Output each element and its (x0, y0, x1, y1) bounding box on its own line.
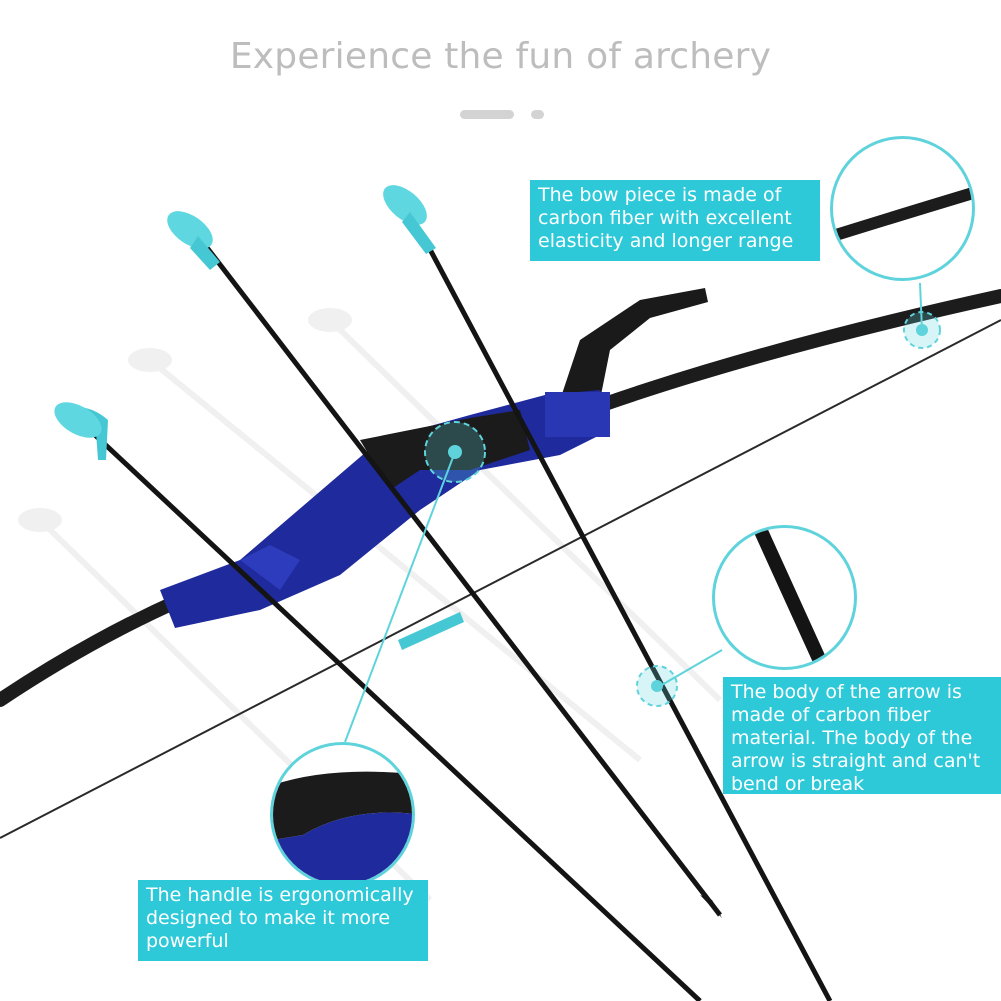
grip-closeup-icon (270, 742, 415, 887)
callout-line: The bow piece is made of (538, 184, 782, 206)
arrow-1 (54, 402, 702, 1001)
nock-clip (398, 612, 464, 650)
hotspot-arrow[interactable] (636, 665, 678, 707)
callout-connectors (344, 282, 923, 743)
arrow-shaft-closeup-icon (712, 525, 857, 670)
pager-active-indicator[interactable] (460, 110, 514, 119)
callout-line: made of carbon fiber (731, 704, 931, 726)
arrow-2 (167, 211, 722, 918)
page-title: Experience the fun of archery (229, 36, 772, 77)
handle-callout: The handle is ergonomically designed to … (138, 880, 428, 961)
callout-line: The handle is ergonomically (146, 884, 414, 906)
arrow-3 (383, 185, 833, 1001)
callout-line: bend or break (731, 773, 865, 795)
bow-string (0, 319, 1001, 839)
limb-closeup-icon (830, 136, 975, 281)
arrow-body-callout: The body of the arrow is made of carbon … (723, 677, 1001, 795)
riser (160, 390, 610, 628)
callout-line: arrow is straight and can't (731, 750, 981, 772)
bow-piece-callout: The bow piece is made of carbon fiber wi… (530, 180, 820, 261)
callout-line: material. The body of the (731, 727, 973, 749)
callout-line: The body of the arrow is (731, 681, 962, 703)
hotspot-limb[interactable] (903, 311, 941, 349)
callout-line: carbon fiber with excellent (538, 207, 792, 229)
callout-line: elasticity and longer range (538, 230, 794, 252)
callout-line: designed to make it more (146, 907, 391, 929)
pager-dot[interactable] (531, 110, 544, 119)
hotspot-grip[interactable] (424, 421, 486, 483)
callout-line: powerful (146, 930, 229, 952)
sight-mount (560, 288, 708, 400)
arrow-shadows (18, 308, 723, 903)
